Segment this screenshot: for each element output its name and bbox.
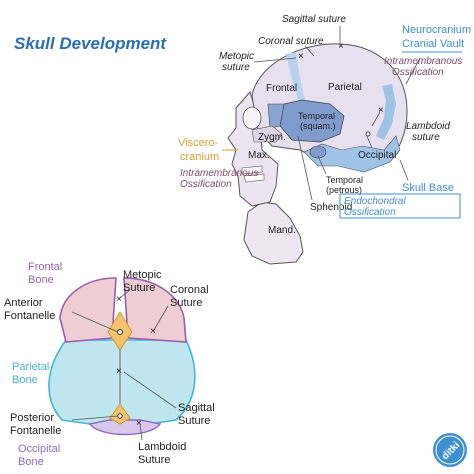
viscerocranium-label-line2: cranium [180,151,219,163]
vault-suture-band [286,52,306,106]
lambdoid-x-mark-top: × [136,418,142,429]
zygoma-region [251,125,283,143]
intramembranous-vault-label-line1: Intramembranous [384,56,462,67]
sphenoid-label: Sphenoid [310,202,352,213]
teeth-upper [241,165,263,175]
temporal-petrous-region [309,145,327,159]
superior-leader-lines [71,289,177,441]
anterior-fontanelle-label-line1: Anterior [4,297,43,309]
anterior-fontanelle-point [117,329,123,335]
parietal-bone-label-line1: Parietal [12,361,49,373]
sagittal-suture-top-label-line2: Suture [178,415,210,427]
frontal-bone-label-line2: Bone [28,274,54,286]
teeth-lower [243,173,265,183]
viscerocranium-label-line1: Viscero- [178,137,218,149]
metopic-suture-label-line2: suture [222,62,250,73]
sagittal-suture-top-label-line1: Sagittal [178,402,215,414]
sagittal-suture-label: Sagittal suture [282,14,346,25]
parietal-bone-label-line2: Bone [12,374,38,386]
diagram-title: Skull Development [14,34,167,53]
endochondral-label-line2: Ossification [344,207,396,218]
endochondral-label-line1: Endochondral [344,196,406,207]
lateral-leader-lines [253,26,421,201]
lambdoid-suture-top-label-line2: Suture [138,454,170,466]
lambdoid-suture-label-line1: Lambdoid [406,121,450,132]
lambdoid-suture-label-line2: suture [412,132,440,143]
endochondral-box [339,193,461,219]
maxilla-label: Max. [248,150,270,161]
superior-skull-view: × × × × [48,277,196,441]
face-shape [227,90,279,207]
temporal-petrous-label-line1: Temporal [326,175,363,185]
skull-base-region [303,135,401,173]
coronal-suture-top-label-line2: Suture [170,297,202,309]
coronal-suture-label: Coronal suture [258,36,324,47]
lambdoid-x-mark: × [378,105,384,116]
frontal-bone-right-shape [123,277,187,343]
sphenoid-region [267,103,285,129]
coronal-suture-top-label-line1: Coronal [170,284,209,296]
occipital-bone-shape [88,419,162,436]
sagittal-x-mark-top: × [116,366,122,377]
mandible-label: Mand. [268,225,296,236]
intramembranous-vault-label-line2: Ossification [392,67,444,78]
metopic-suture-label-line1: Metopic [219,51,254,62]
sagittal-x-mark: × [338,41,344,52]
frontal-label: Frontal [266,83,297,94]
intramembranous-face-label-line1: Intramembranous [180,168,258,179]
coronal-x-mark-top: × [150,326,156,337]
temporal-squam-label-line2: (squam.) [300,121,336,131]
metopic-suture-top-label-line2: Suture [123,282,155,294]
lambdoid-band [376,84,396,140]
temporal-squamous-region [279,99,345,143]
lambdoid-suture-top-label-line1: Lambdoid [138,441,186,453]
zygoma-label: Zygm. [258,132,286,143]
temporal-petrous-label-line2: (petrous) [326,185,362,195]
ditki-logo: ditki [433,433,467,467]
mandible-shape [243,201,304,265]
metopic-x-mark: × [298,51,304,62]
cranial-vault-label: Cranial Vault [402,38,464,50]
lateral-skull-view: × × × [227,26,421,265]
neurocranium-label: Neurocranium [402,24,471,36]
temporal-squam-label-line1: Temporal [298,111,335,121]
posterior-fontanelle-label-line1: Posterior [10,412,54,424]
posterior-fontanelle-point [117,413,123,419]
skull-base-label: Skull Base [402,182,454,194]
occipital-bone-label-line1: Occipital [18,443,60,455]
posterior-fontanelle-label-line2: Fontanelle [10,425,61,437]
metopic-x-mark-top: × [116,294,122,305]
frontal-bone-label-line1: Frontal [28,261,62,273]
occipital-label: Occipital [358,150,396,161]
intramembranous-face-label-line2: Ossification [180,179,232,190]
parietal-label: Parietal [328,82,362,93]
metopic-suture-top-label-line1: Metopic [123,269,162,281]
occipital-bone-label-line2: Bone [18,456,44,468]
frontal-bone-left-shape [59,277,117,343]
anterior-fontanelle-label-line2: Fontanelle [4,310,55,322]
orbit-shape [242,106,262,130]
